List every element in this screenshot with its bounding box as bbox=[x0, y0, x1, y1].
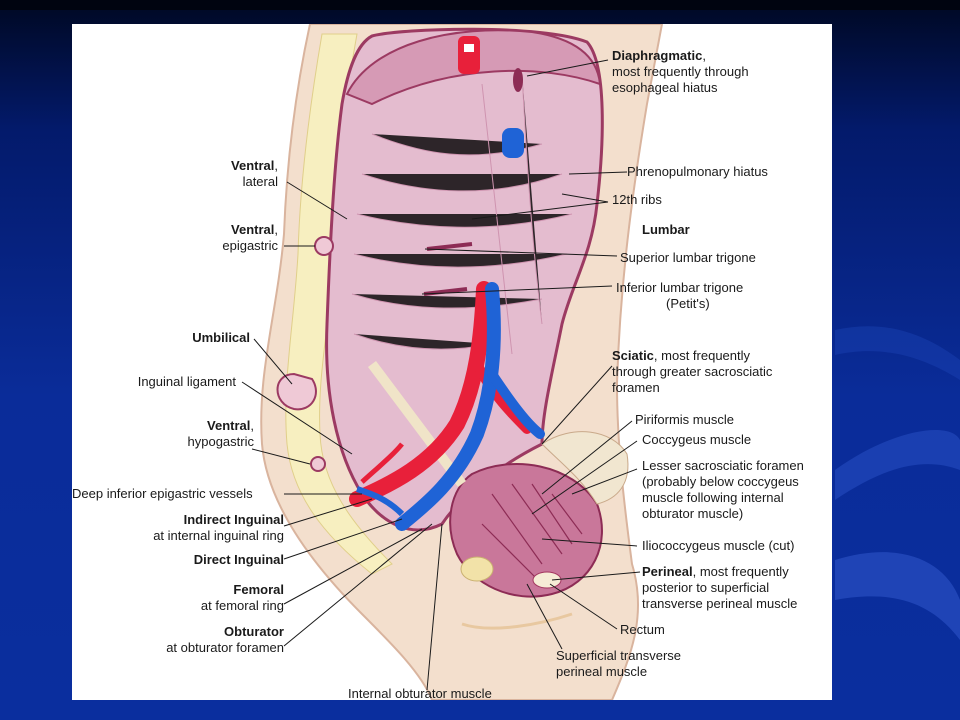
label-12th-ribs: 12th ribs bbox=[612, 192, 662, 207]
label-coccygeus: Coccygeus muscle bbox=[642, 432, 752, 447]
label-ventral-epigastric: Ventral, epigastric bbox=[222, 222, 278, 253]
anatomy-illustration bbox=[241, 24, 664, 700]
iliac-artery bbox=[349, 281, 492, 507]
label-inferior-lumbar-trigone: Inferior lumbar trigone (Petit's) bbox=[616, 280, 744, 311]
label-indirect-inguinal: Indirect Inguinal at internal inguinal r… bbox=[153, 512, 284, 543]
iliac-vein bbox=[395, 282, 501, 531]
sciatic-region bbox=[541, 431, 629, 505]
top-bar bbox=[0, 0, 960, 10]
label-lesser-sacrosciatic: Lesser sacrosciatic foramen (probably be… bbox=[642, 458, 804, 521]
label-ventral-lateral: Ventral, lateral bbox=[231, 158, 278, 189]
label-ventral-hypogastric: Ventral, hypogastric bbox=[187, 418, 254, 449]
label-internal-obturator: Internal obturator muscle bbox=[348, 686, 492, 700]
label-femoral: Femoral at femoral ring bbox=[200, 582, 284, 613]
label-rectum: Rectum bbox=[620, 622, 665, 637]
label-superficial-transverse: Superficial transverse perineal muscle bbox=[556, 648, 681, 679]
label-diaphragmatic: Diaphragmatic, most frequently through e… bbox=[612, 48, 749, 95]
label-phrenopulmonary: Phrenopulmonary hiatus bbox=[627, 164, 768, 179]
label-iliococcygeus: Iliococcygeus muscle (cut) bbox=[642, 538, 795, 553]
figure-panel: Diaphragmatic, most frequently through e… bbox=[72, 24, 832, 700]
label-lumbar: Lumbar bbox=[642, 222, 690, 237]
label-superior-lumbar-trigone: Superior lumbar trigone bbox=[620, 250, 756, 265]
epigastric-bulge bbox=[314, 236, 334, 256]
label-deep-inferior-epigastric: Deep inferior epigastric vessels bbox=[72, 486, 253, 501]
aorta-top bbox=[458, 36, 480, 74]
label-obturator: Obturator at obturator foramen bbox=[166, 624, 284, 655]
umbilical-bulge bbox=[276, 372, 317, 411]
label-direct-inguinal: Direct Inguinal bbox=[193, 552, 284, 567]
label-perineal: Perineal, most frequently posterior to s… bbox=[642, 564, 798, 611]
label-inguinal-ligament: Inguinal ligament bbox=[137, 374, 236, 389]
vena-cava-top bbox=[502, 128, 524, 158]
hypogastric-bulge bbox=[310, 456, 326, 472]
label-piriformis: Piriformis muscle bbox=[635, 412, 734, 427]
label-umbilical: Umbilical bbox=[192, 330, 250, 345]
label-sciatic: Sciatic, most frequently through greater… bbox=[612, 348, 773, 395]
